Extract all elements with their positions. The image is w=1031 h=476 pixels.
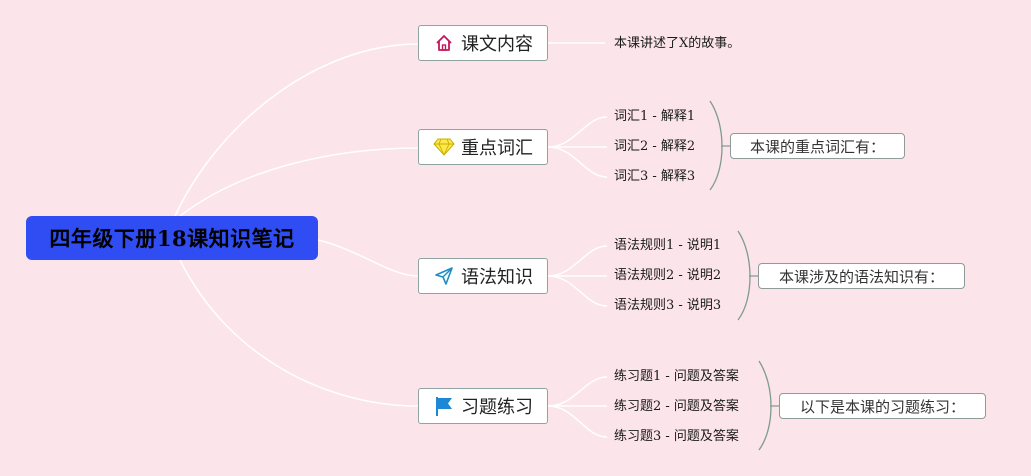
connector-topic-3-leaf-3 xyxy=(547,275,608,307)
leaf-vocabulary-2[interactable]: 词汇2 - 解释2 xyxy=(614,139,696,154)
connector-topic-2-leaf-1 xyxy=(547,116,608,148)
leaf-exercise-2[interactable]: 练习题2 - 问题及答案 xyxy=(614,399,739,414)
topic-label: 重点词汇 xyxy=(461,138,533,159)
connector-topic-4-leaf-3 xyxy=(547,405,608,438)
flag-icon xyxy=(433,395,455,417)
leaf-vocabulary-3[interactable]: 词汇3 - 解释3 xyxy=(614,169,696,184)
summary-label: 以下是本课的习题练习： xyxy=(799,397,965,416)
connector-topic-4-leaf-1 xyxy=(547,376,608,407)
leaf-grammar-2[interactable]: 语法规则2 - 说明2 xyxy=(614,268,722,283)
summary-bracket-4 xyxy=(758,360,772,451)
summary-label: 本课的重点词汇有： xyxy=(749,137,885,156)
summary-exercises[interactable]: 以下是本课的习题练习： xyxy=(779,393,986,419)
summary-label: 本课涉及的语法知识有： xyxy=(778,267,944,286)
summary-grammar[interactable]: 本课涉及的语法知识有： xyxy=(758,263,965,289)
summary-bracket-3 xyxy=(737,230,751,321)
paper-plane-icon xyxy=(433,265,455,287)
connector-root-topic-1 xyxy=(174,43,419,217)
connector-root-topic-3 xyxy=(317,239,419,277)
topic-lesson-content[interactable]: 课文内容 xyxy=(418,25,548,61)
topic-label: 课文内容 xyxy=(461,34,533,55)
topic-grammar[interactable]: 语法知识 xyxy=(418,258,548,294)
summary-vocabulary[interactable]: 本课的重点词汇有： xyxy=(730,133,905,159)
leaf-lesson-content[interactable]: 本课讲述了X的故事。 xyxy=(614,36,741,51)
topic-key-vocabulary[interactable]: 重点词汇 xyxy=(418,129,548,165)
connector-topic-3-leaf-1 xyxy=(547,245,608,277)
topic-exercises[interactable]: 习题练习 xyxy=(418,388,548,424)
leaf-exercise-3[interactable]: 练习题3 - 问题及答案 xyxy=(614,429,739,444)
connector-topic-2-leaf-3 xyxy=(547,146,608,178)
leaf-exercise-1[interactable]: 练习题1 - 问题及答案 xyxy=(614,369,739,384)
topic-label: 习题练习 xyxy=(461,397,533,418)
connector-root-topic-4 xyxy=(179,259,419,407)
diamond-icon xyxy=(433,136,455,158)
leaf-vocabulary-1[interactable]: 词汇1 - 解释1 xyxy=(614,109,696,124)
root-topic[interactable]: 四年级下册18课知识笔记 xyxy=(26,216,318,260)
leaf-grammar-1[interactable]: 语法规则1 - 说明1 xyxy=(614,238,722,253)
topic-label: 语法知识 xyxy=(461,267,533,288)
root-topic-label: 四年级下册18课知识笔记 xyxy=(49,226,295,251)
leaf-grammar-3[interactable]: 语法规则3 - 说明3 xyxy=(614,298,722,313)
home-icon xyxy=(433,32,455,54)
connector-root-topic-2 xyxy=(179,147,419,217)
summary-bracket-2 xyxy=(709,100,723,191)
